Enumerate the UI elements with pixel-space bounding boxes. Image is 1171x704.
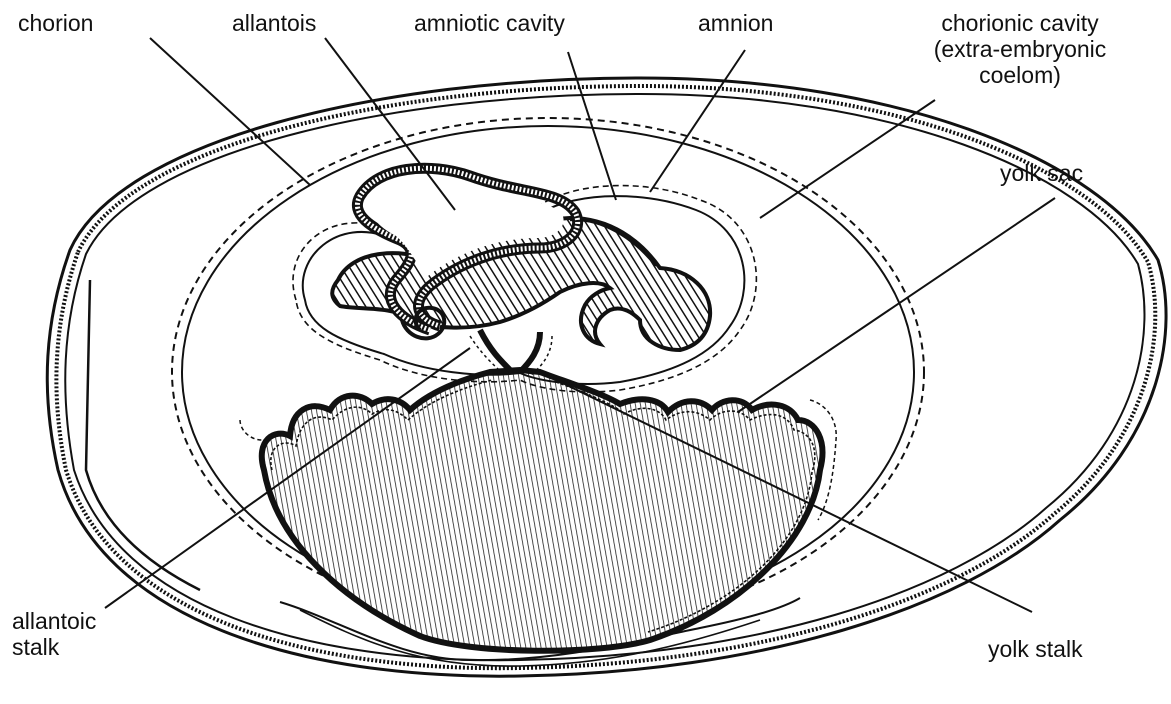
label-allantoic-stalk: allantoic stalk <box>12 608 96 660</box>
leader-chorionic-cavity <box>760 100 935 218</box>
leader-yolk-sac <box>738 198 1055 412</box>
yolk-sac <box>240 370 836 651</box>
label-allantois: allantois <box>232 10 316 36</box>
label-amnion: amnion <box>698 10 773 36</box>
embryo <box>293 168 756 392</box>
leader-amnion <box>650 50 745 192</box>
label-yolk-sac: yolk sac <box>1000 160 1083 186</box>
leader-chorion <box>150 38 310 185</box>
label-yolk-stalk: yolk stalk <box>988 636 1083 662</box>
label-amniotic-cavity: amniotic cavity <box>414 10 565 36</box>
label-chorion: chorion <box>18 10 93 36</box>
label-chorionic-cavity: chorionic cavity (extra-embryonic coelom… <box>890 10 1150 88</box>
leader-allantois <box>325 38 455 210</box>
